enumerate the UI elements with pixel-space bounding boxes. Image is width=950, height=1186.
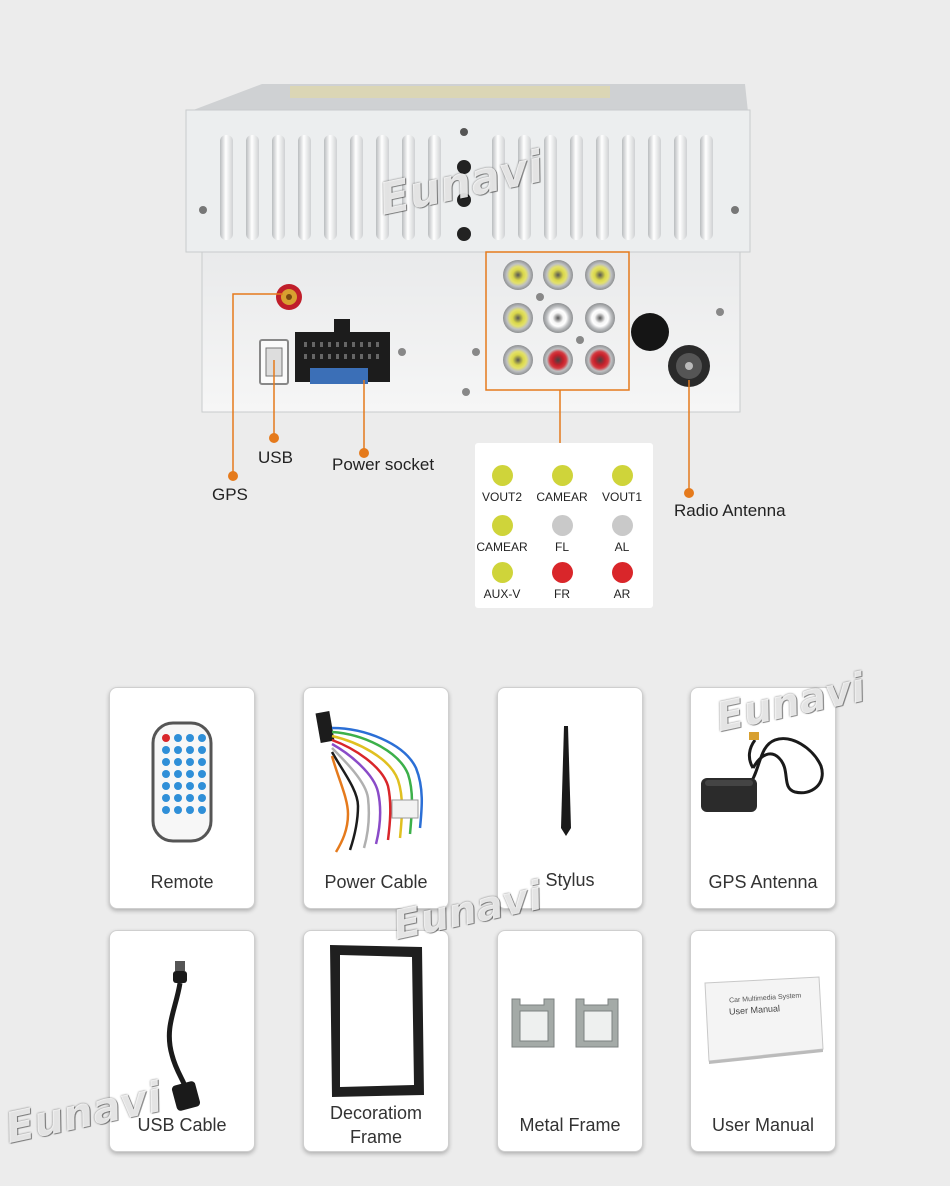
callout-lines: [232, 293, 690, 491]
legend-item: FL: [527, 515, 597, 554]
accessory-label: Metal Frame: [519, 1115, 621, 1135]
legend-label: VOUT2: [481, 490, 522, 504]
legend-dot: [551, 465, 573, 486]
legend-item: CAMEAR: [467, 515, 537, 554]
legend-label: AR: [613, 587, 631, 601]
accessory-label: Remote: [150, 872, 214, 892]
legend-dot: [551, 562, 573, 583]
legend-label: CAMEAR: [536, 490, 588, 504]
legend-label: AUX-V: [483, 587, 521, 601]
legend-item: FR: [527, 562, 597, 601]
user-manual-icon: [704, 976, 824, 1064]
accessory-card-remote: Remote: [109, 687, 255, 909]
usb-cable-icon: [166, 961, 201, 1111]
heat-fins-left: [220, 135, 441, 240]
decoration-frame-icon: [330, 945, 424, 1097]
legend-item: AR: [587, 562, 657, 601]
legend-dot: [551, 515, 573, 536]
legend-dot: [611, 562, 633, 583]
accessory-card-user-manual: Car Multimedia System User Manual User M…: [690, 930, 836, 1152]
legend-dot: [491, 465, 513, 486]
accessory-card-usb-cable: USB Cable: [109, 930, 255, 1152]
legend-label: VOUT1: [601, 490, 642, 504]
round-connector: [631, 313, 669, 351]
rca-jack-block: [485, 251, 630, 391]
accessory-label: Power Cable: [324, 872, 428, 892]
legend-dot: [611, 465, 633, 486]
accessory-label: Stylus: [545, 870, 595, 890]
gps-antenna-icon: [701, 732, 824, 812]
usb-callout-label: USB: [258, 448, 293, 467]
accessory-card-metal-frame: Metal Frame: [497, 930, 643, 1152]
accessory-card-gps-antenna: GPS Antenna: [690, 687, 836, 909]
stylus-icon: [561, 726, 571, 836]
accessory-card-power-cable: Power Cable: [303, 687, 449, 909]
power-cable-icon: [315, 711, 423, 853]
legend-dot: [611, 515, 633, 536]
remote-control-icon: [151, 721, 213, 843]
car-stereo-rear-illustration: [185, 84, 751, 498]
device-rear-view: GPS USB Power socket Radio Antenna Eunav…: [185, 84, 786, 608]
legend-dot: [491, 515, 513, 536]
legend-item: CAMEAR: [527, 465, 597, 504]
legend-item: VOUT2: [467, 465, 537, 504]
accessory-card-stylus: Stylus: [497, 687, 643, 909]
legend-label: CAMEAR: [476, 540, 528, 554]
power-socket: [295, 319, 390, 384]
metal-frame-icon: [511, 998, 619, 1048]
radio-antenna-socket: [668, 345, 710, 387]
heat-fins-right: [492, 135, 713, 240]
gps-callout-label: GPS: [212, 485, 248, 504]
gps-connector: [276, 284, 302, 310]
accessory-label: User Manual: [711, 1115, 815, 1135]
legend-label: AL: [614, 540, 630, 554]
accessory-label: USB Cable: [137, 1115, 227, 1135]
legend-label: FL: [554, 540, 569, 554]
radio-antenna-callout-label: Radio Antenna: [674, 501, 786, 520]
legend-item: AL: [587, 515, 657, 554]
legend-dot: [491, 562, 513, 583]
accessory-label: GPS Antenna: [708, 872, 818, 892]
legend-item: AUX-V: [467, 562, 537, 601]
rca-color-legend: VOUT2 CAMEAR VOUT1 CAMEAR FL AL AUX-V F: [475, 443, 653, 608]
power-socket-callout-label: Power socket: [332, 455, 435, 474]
legend-item: VOUT1: [587, 465, 657, 504]
legend-label: FR: [554, 587, 570, 601]
